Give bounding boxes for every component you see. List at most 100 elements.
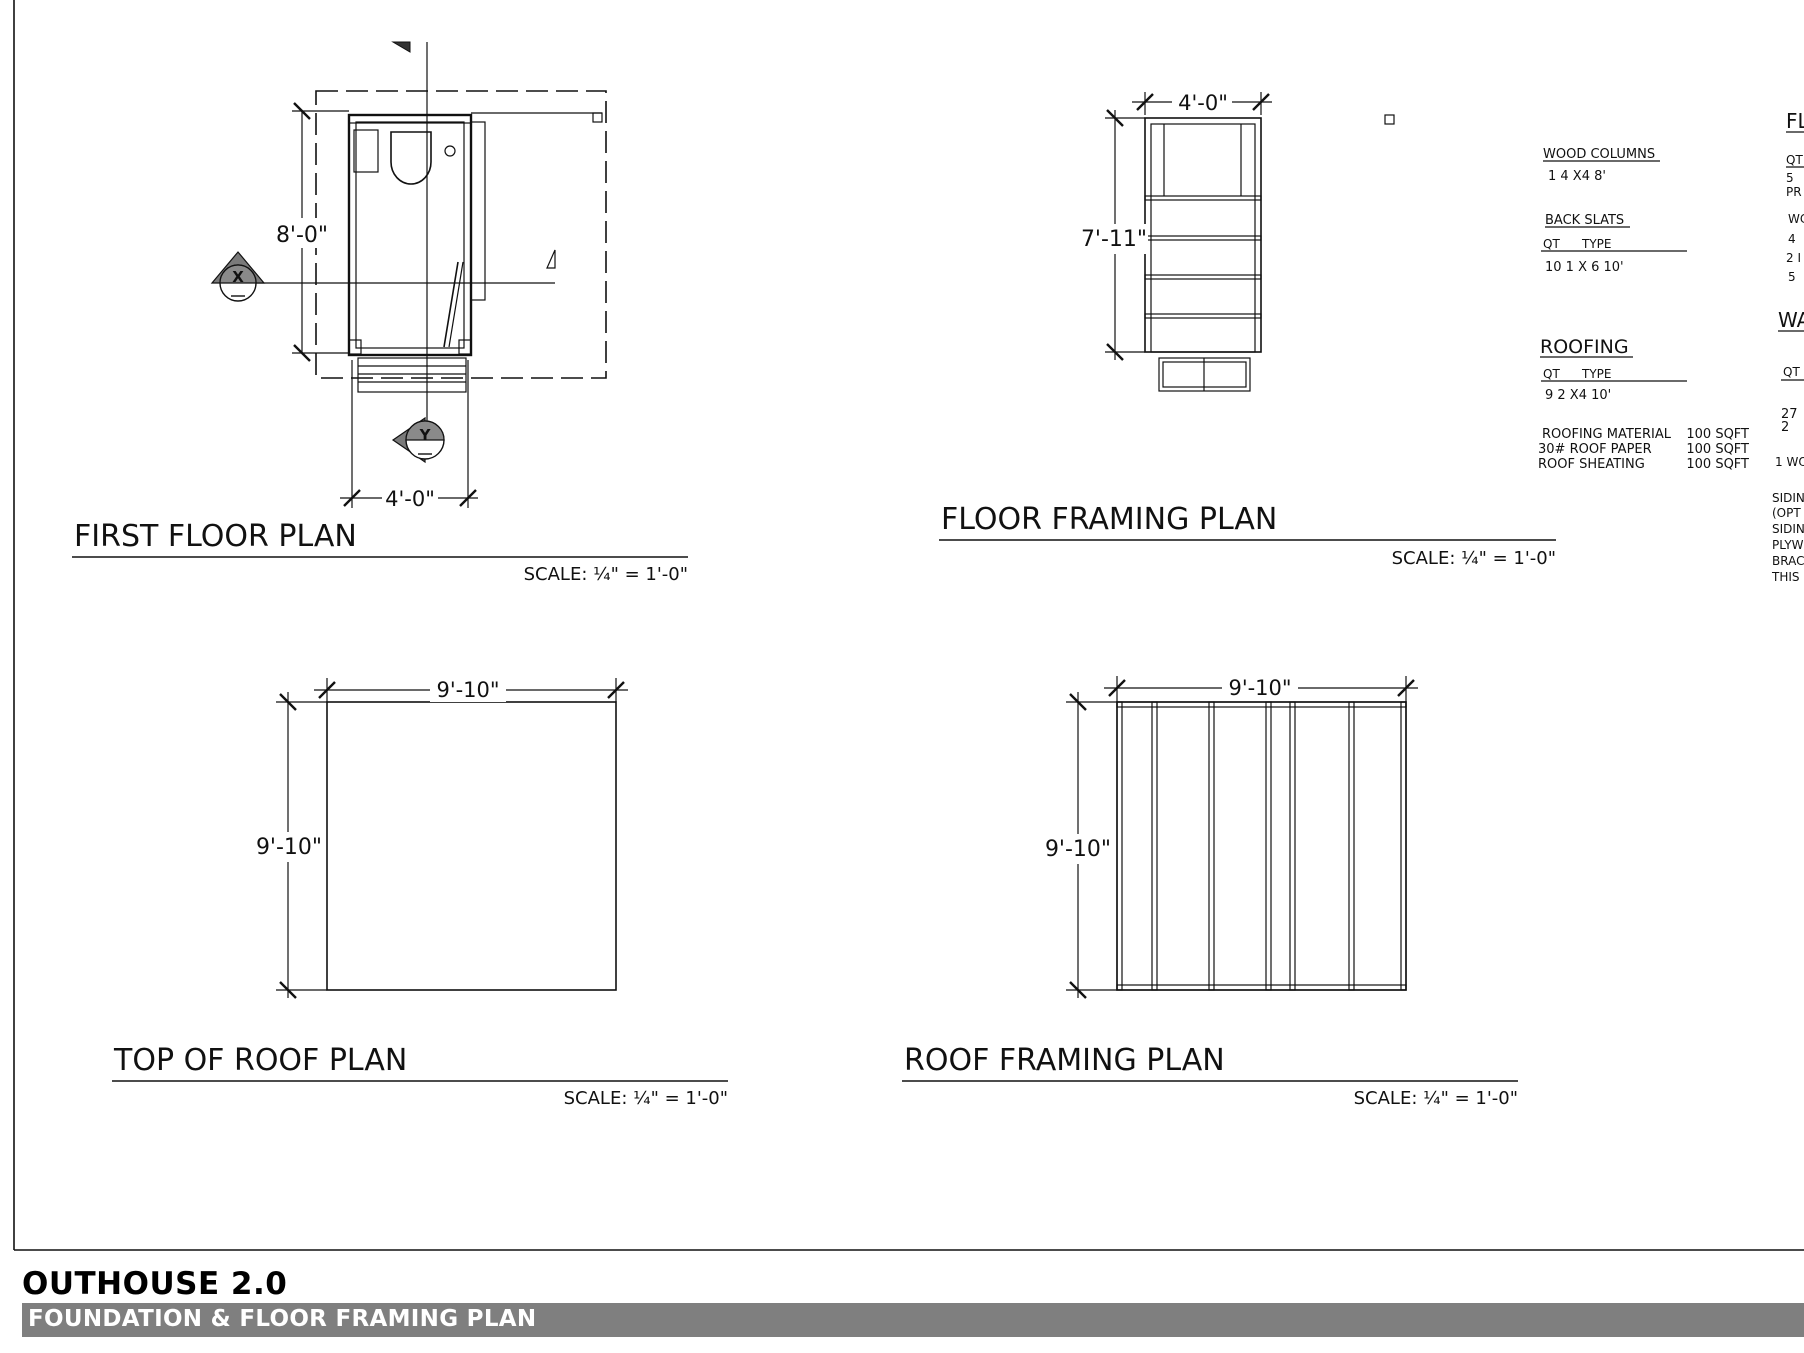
floor-framing-plan: 4'-0" 7'-11" FLOOR FRAMING PLAN SCALE: ¼… <box>939 89 1556 569</box>
dim-tick <box>1069 693 1087 711</box>
cutoff-line: SIDIN <box>1772 491 1804 505</box>
cutoff-line: 1 WO <box>1775 455 1804 469</box>
drawing-title: TOP OF ROOF PLAN <box>113 1043 407 1078</box>
list-heading: BACK SLATS <box>1545 213 1624 228</box>
cutoff-line: 2 I <box>1786 251 1801 265</box>
dim-tick <box>293 344 311 362</box>
top-plate <box>348 114 472 124</box>
rafter <box>1348 701 1355 991</box>
toilet-seat <box>390 131 432 185</box>
dim-tick <box>1106 109 1124 127</box>
col-qt: QT <box>1543 237 1560 251</box>
roof-corner-marker <box>592 112 603 123</box>
dim-label-mask <box>1172 89 1232 115</box>
blocking <box>1144 195 1262 201</box>
dim-label-mask <box>430 676 506 702</box>
dim-label-mask <box>272 218 332 248</box>
dim-tick <box>1108 679 1126 697</box>
roof-outline <box>326 701 617 991</box>
step-frame-inner <box>1162 361 1247 388</box>
list-row: 10 1 X 6 10' <box>1545 260 1624 275</box>
cutoff-col-qt: QT <box>1783 365 1800 379</box>
dim-tick <box>607 681 625 699</box>
roofing-item-qty: 100 SQFT <box>1686 442 1749 457</box>
rafter <box>1116 701 1123 991</box>
scale-label: SCALE: ¼" = 1'-0" <box>524 564 688 585</box>
rafter <box>1289 701 1296 991</box>
dim-label-height: 9'-10" <box>256 835 322 860</box>
cutoff-line: PR <box>1786 185 1802 199</box>
door-swing <box>443 261 459 348</box>
wood-columns-list: WOOD COLUMNS 1 4 X4 8' <box>1543 147 1660 184</box>
section-flag-top <box>391 41 411 53</box>
list-row: 1 4 X4 8' <box>1548 169 1606 184</box>
blocking <box>1144 274 1262 280</box>
rafter <box>1208 701 1215 991</box>
dim-tick <box>279 981 297 999</box>
cutoff-heading: WA <box>1778 308 1804 332</box>
dim-label-mask <box>382 485 438 511</box>
roofing-item-name: 30# ROOF PAPER <box>1538 442 1652 457</box>
framing-outline <box>1144 117 1262 353</box>
roofing-item-qty: 100 SQFT <box>1686 427 1749 442</box>
dim-tick <box>459 489 477 507</box>
first-floor-plan: X Y 8'-0" 4'-0" FIRST FLOOR PLAN SCALE: … <box>72 41 688 585</box>
drawing-title: FLOOR FRAMING PLAN <box>941 502 1277 537</box>
cutoff-line: BRAC <box>1772 554 1804 568</box>
back-slats-list: BACK SLATS QT TYPE 10 1 X 6 10' <box>1541 213 1687 275</box>
cutoff-line: 2 <box>1781 420 1789 435</box>
col-qt: QT <box>1543 367 1560 381</box>
cutoff-line: 4 <box>1788 232 1796 246</box>
inner-wall <box>355 121 465 349</box>
sheet-title: FOUNDATION & FLOOR FRAMING PLAN <box>28 1306 537 1332</box>
cutoff-line: 5 <box>1788 270 1796 284</box>
sheet-title-bar: FOUNDATION & FLOOR FRAMING PLAN <box>22 1303 1804 1337</box>
drawing-title: FIRST FLOOR PLAN <box>74 519 357 554</box>
dim-label-width: 9'-10" <box>1228 676 1291 700</box>
section-marker-x: X <box>210 251 266 302</box>
cutoff-col-qt: QT <box>1786 153 1803 167</box>
dim-label-mask <box>1222 674 1298 700</box>
dim-label-height: 9'-10" <box>1045 837 1111 862</box>
roof-framing-plan: 9'-10" 9'-10" ROOF FRAMING PLAN SCALE: ¼… <box>902 674 1518 1109</box>
cutoff-line: WC <box>1788 212 1804 226</box>
dim-label-height: 7'-11" <box>1081 227 1147 252</box>
dim-label-width: 4'-0" <box>385 487 435 511</box>
drawing-title: ROOF FRAMING PLAN <box>904 1043 1225 1078</box>
dim-tick <box>279 693 297 711</box>
roofing-item-name: ROOFING MATERIAL <box>1542 427 1672 442</box>
cut-off-list-column: FL QT 5 PR WC 4 2 I 5 WA QT 27 2 1 WO SI… <box>1771 109 1804 584</box>
scale-label: SCALE: ¼" = 1'-0" <box>564 1088 728 1109</box>
col-type: TYPE <box>1581 237 1611 251</box>
dim-tick <box>1397 679 1415 697</box>
dim-tick <box>318 681 336 699</box>
blocking <box>1144 235 1262 241</box>
roofing-item-name: ROOF SHEATING <box>1538 457 1645 472</box>
section-y-label: Y <box>419 426 432 444</box>
dim-tick <box>343 489 361 507</box>
dim-label-mask <box>1080 224 1148 254</box>
cutoff-line: (OPT <box>1772 506 1801 520</box>
scale-label: SCALE: ¼" = 1'-0" <box>1354 1088 1518 1109</box>
rafter <box>1400 701 1407 991</box>
dim-label-height: 8'-0" <box>276 223 328 248</box>
rafter <box>1265 701 1272 991</box>
dim-tick <box>1106 343 1124 361</box>
blocking <box>1144 313 1262 319</box>
roof-overhang-outline <box>315 90 607 379</box>
section-flag-right <box>546 249 556 269</box>
list-heading: ROOFING <box>1540 336 1629 358</box>
tank-box <box>353 129 379 173</box>
material-lists: WOOD COLUMNS 1 4 X4 8' BACK SLATS QT TYP… <box>1538 109 1804 584</box>
project-title: OUTHOUSE 2.0 <box>22 1266 288 1302</box>
post-bottom-right <box>458 339 472 355</box>
dim-tick <box>1069 981 1087 999</box>
dim-tick <box>293 102 311 120</box>
dim-tick <box>1136 93 1154 111</box>
section-marker-y: Y <box>391 416 445 464</box>
section-x-label: X <box>232 268 244 286</box>
list-row: 9 2 X4 10' <box>1545 388 1611 403</box>
roofing-list: ROOFING QT TYPE 9 2 X4 10' ROOFING MATER… <box>1538 336 1749 472</box>
roofing-item-qty: 100 SQFT <box>1686 457 1749 472</box>
